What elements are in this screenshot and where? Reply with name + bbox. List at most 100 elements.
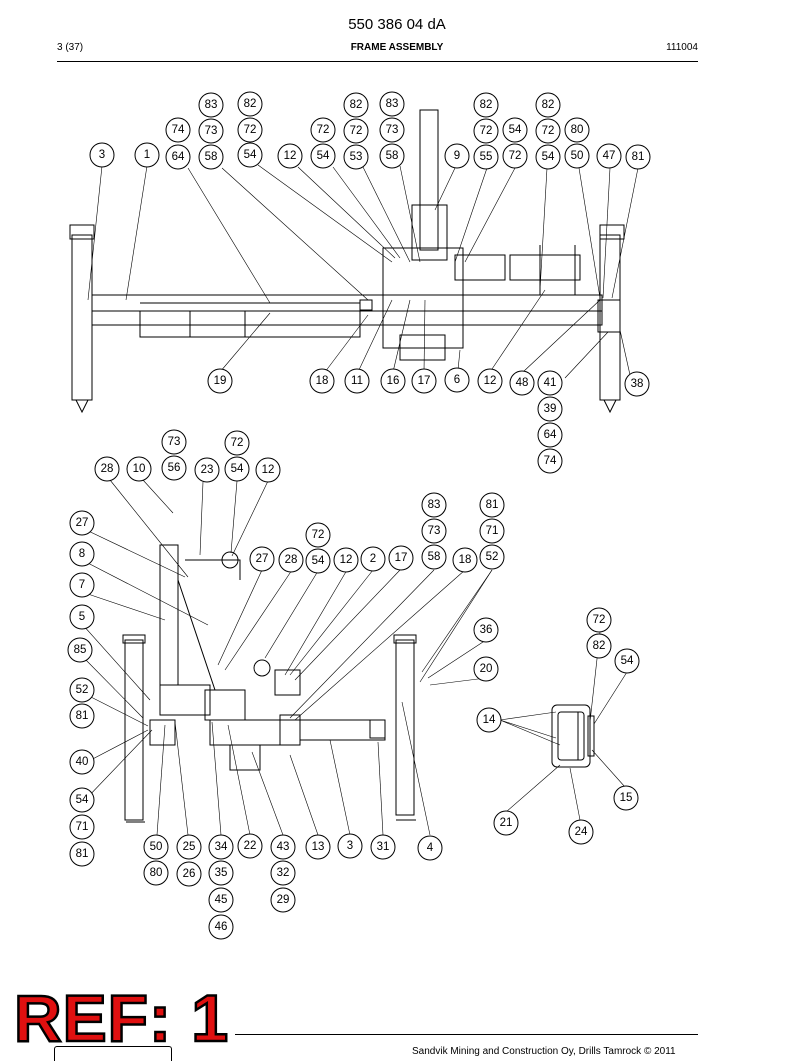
svg-text:82: 82 — [244, 98, 257, 110]
callout: 20 — [473, 656, 499, 682]
callout: 82 — [586, 633, 612, 659]
svg-text:54: 54 — [542, 151, 555, 163]
svg-text:17: 17 — [418, 375, 431, 387]
callout: 12 — [277, 143, 303, 169]
svg-text:82: 82 — [480, 99, 493, 111]
callout: 11 — [344, 368, 370, 394]
callout: 47 — [596, 143, 622, 169]
callout: 72 — [535, 118, 561, 144]
callout: 23 — [194, 457, 220, 483]
callout: 13 — [305, 834, 331, 860]
svg-text:12: 12 — [340, 554, 353, 566]
document-number: 550 386 04 dA — [348, 16, 446, 33]
leader-lines — [81, 164, 639, 836]
callout: 45 — [208, 887, 234, 913]
callout-bubbles: 83 82 82 83 82 82 74 73 72 72 72 73 72 5… — [67, 91, 651, 940]
callout: 80 — [143, 860, 169, 886]
svg-text:80: 80 — [150, 867, 163, 879]
svg-text:47: 47 — [603, 150, 616, 162]
svg-text:13: 13 — [312, 841, 325, 853]
svg-text:73: 73 — [168, 436, 181, 448]
footer-copyright: Sandvik Mining and Construction Oy, Dril… — [412, 1046, 676, 1057]
svg-text:82: 82 — [593, 640, 606, 652]
callout: 82 — [535, 92, 561, 118]
callout: 83 — [421, 492, 447, 518]
svg-text:81: 81 — [486, 499, 499, 511]
callout: 81 — [625, 144, 651, 170]
callout: 24 — [568, 819, 594, 845]
callout: 50 — [143, 834, 169, 860]
callout: 85 — [67, 637, 93, 663]
svg-text:31: 31 — [377, 841, 390, 853]
callout: 82 — [343, 92, 369, 118]
callout: 53 — [343, 144, 369, 170]
svg-text:3: 3 — [347, 840, 353, 852]
svg-text:72: 72 — [350, 125, 363, 137]
callout: 82 — [473, 92, 499, 118]
svg-text:54: 54 — [509, 124, 522, 136]
svg-text:6: 6 — [454, 374, 460, 386]
callout: 54 — [535, 144, 561, 170]
callout: 7 — [69, 572, 95, 598]
svg-text:48: 48 — [516, 377, 529, 389]
callout: 56 — [161, 455, 187, 481]
callout: 27 — [69, 510, 95, 536]
svg-text:3: 3 — [99, 149, 105, 161]
svg-text:40: 40 — [76, 756, 89, 768]
callout: 25 — [176, 834, 202, 860]
svg-text:72: 72 — [542, 125, 555, 137]
svg-text:82: 82 — [542, 99, 555, 111]
svg-text:39: 39 — [544, 403, 557, 415]
svg-text:58: 58 — [386, 150, 399, 162]
callout: 29 — [270, 887, 296, 913]
svg-text:7: 7 — [79, 579, 85, 591]
svg-text:54: 54 — [621, 655, 634, 667]
svg-text:4: 4 — [427, 842, 434, 854]
svg-text:71: 71 — [76, 821, 89, 833]
callout: 1 — [134, 142, 160, 168]
svg-text:82: 82 — [350, 99, 363, 111]
callout: 4 — [417, 835, 443, 861]
ref-stamp: REF: 1 — [13, 981, 230, 1055]
callout: 46 — [208, 914, 234, 940]
callout: 72 — [473, 118, 499, 144]
svg-text:52: 52 — [486, 551, 499, 563]
svg-text:27: 27 — [256, 553, 269, 565]
svg-text:17: 17 — [395, 552, 408, 564]
callout: 74 — [537, 448, 563, 474]
callout: 48 — [509, 370, 535, 396]
callout: 58 — [379, 143, 405, 169]
callout: 40 — [69, 749, 95, 775]
svg-text:28: 28 — [101, 463, 114, 475]
callout: 54 — [69, 787, 95, 813]
svg-text:15: 15 — [620, 792, 633, 804]
callout: 81 — [479, 492, 505, 518]
callout: 15 — [613, 785, 639, 811]
svg-text:24: 24 — [575, 826, 588, 838]
callout: 36 — [473, 617, 499, 643]
callout: 72 — [586, 607, 612, 633]
svg-text:34: 34 — [215, 841, 228, 853]
callout: 2 — [360, 546, 386, 572]
svg-text:12: 12 — [262, 464, 275, 476]
callout: 22 — [237, 833, 263, 859]
callout: 71 — [479, 518, 505, 544]
callout: 58 — [421, 544, 447, 570]
callout: 83 — [198, 92, 224, 118]
svg-text:26: 26 — [183, 868, 196, 880]
svg-text:45: 45 — [215, 894, 228, 906]
svg-text:20: 20 — [480, 663, 493, 675]
callout: 54 — [310, 143, 336, 169]
svg-text:80: 80 — [571, 124, 584, 136]
callout: 34 — [208, 834, 234, 860]
svg-text:19: 19 — [214, 375, 227, 387]
svg-text:12: 12 — [484, 375, 497, 387]
callout: 73 — [161, 429, 187, 455]
svg-text:72: 72 — [593, 614, 606, 626]
callout: 10 — [126, 456, 152, 482]
svg-text:18: 18 — [316, 375, 329, 387]
svg-text:72: 72 — [244, 124, 257, 136]
svg-text:50: 50 — [571, 150, 584, 162]
callout: 50 — [564, 143, 590, 169]
svg-text:41: 41 — [544, 377, 557, 389]
